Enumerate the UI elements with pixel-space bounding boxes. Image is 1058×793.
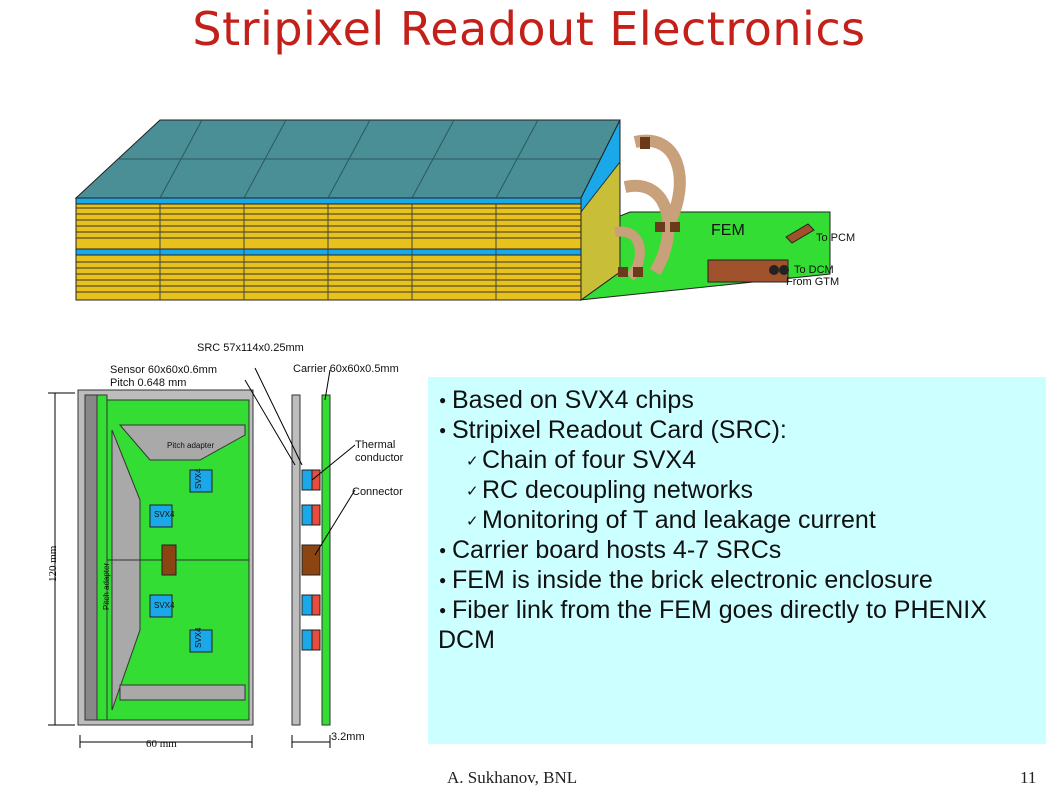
height-dimension: 120 mm [47, 545, 59, 582]
footer-author: A. Sukhanov, BNL [447, 768, 578, 787]
to-pcm-label: To PCM [816, 232, 856, 244]
checkmark-icon: ✓ [466, 513, 479, 530]
sensor-label: Sensor 60x60x0.6mm [110, 364, 217, 376]
bullet-item: ●FEM is inside the brick electronic encl… [439, 566, 933, 594]
layer-stack [75, 197, 582, 301]
sub-bullet-item: ✓RC decoupling networks [438, 475, 1036, 505]
sub-bullet-item: ✓Chain of four SVX4 [438, 445, 1036, 475]
chip-label-4: SVX4 [194, 627, 203, 648]
chip-label-3: SVX4 [154, 601, 175, 610]
bullet-dot-icon: ● [439, 573, 447, 587]
bullet-dot-icon: ● [439, 423, 447, 437]
to-dcm-label: To DCM [794, 264, 834, 276]
checkmark-icon: ✓ [466, 453, 479, 470]
pitch-label: Pitch 0.648 mm [110, 377, 187, 389]
src-label: SRC 57x114x0.25mm [197, 342, 304, 354]
checkmark-icon: ✓ [466, 483, 479, 500]
conductor-label: conductor [355, 452, 404, 464]
page-number: 11 [1020, 768, 1037, 787]
width-dimension: 60 mm [146, 738, 177, 750]
thickness-dimension: 3.2mm [331, 731, 365, 743]
carrier-label: Carrier 60x60x0.5mm [293, 363, 399, 375]
fem-label: FEM [711, 222, 745, 239]
bullet-item: ●Carrier board hosts 4-7 SRCs [439, 536, 782, 564]
bullet-item: ●Based on SVX4 chips [439, 386, 694, 414]
bullet-item: ●Stripixel Readout Card (SRC): [439, 416, 787, 444]
bullet-dot-icon: ● [439, 603, 447, 617]
slide-title: Stripixel Readout Electronics [192, 2, 866, 56]
bullet-dot-icon: ● [439, 393, 447, 407]
bullet-item: ●Fiber link from the FEM goes directly t… [438, 596, 987, 654]
pitch-adapter-top-label: Pitch adapter [167, 441, 215, 450]
src-layout-diagram [48, 367, 356, 748]
chip-label-2: SVX4 [154, 510, 175, 519]
ladder-stack-diagram [74, 119, 831, 301]
thermal-label: Thermal [355, 439, 396, 451]
bullet-list: ●Based on SVX4 chips ●Stripixel Readout … [428, 377, 1046, 744]
bullet-dot-icon: ● [439, 543, 447, 557]
pitch-adapter-side-label: Pitch adapter [102, 562, 111, 610]
pcm-connector [785, 223, 815, 244]
connector-label: Connector [352, 486, 403, 498]
chip-label-1: SVX4 [194, 468, 203, 489]
sub-bullet-item: ✓Monitoring of T and leakage current [438, 505, 1036, 535]
from-gtm-label: From GTM [786, 276, 840, 288]
